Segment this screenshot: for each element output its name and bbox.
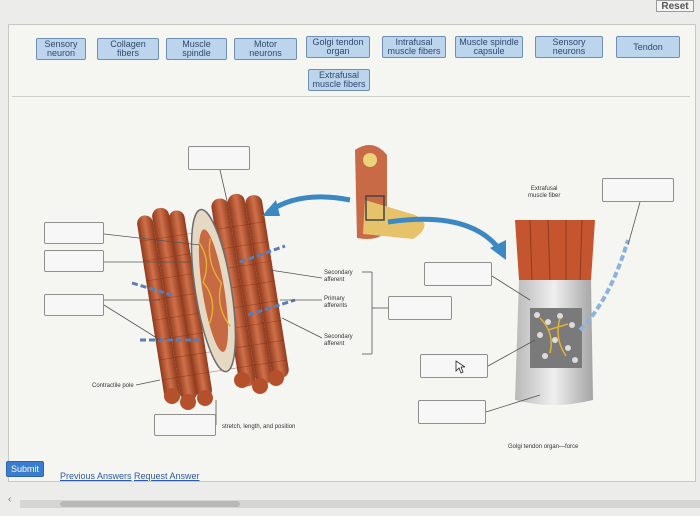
label-chip-motor-neurons[interactable]: Motor neurons: [234, 38, 297, 60]
drop-target-2[interactable]: [44, 222, 104, 244]
label-chip-muscle-spindle[interactable]: Muscle spindle: [166, 38, 227, 60]
scrollbar-thumb[interactable]: [60, 501, 240, 507]
drop-target-10[interactable]: [602, 178, 674, 202]
label-chip-muscle-spindle-capsule[interactable]: Muscle spindle capsule: [455, 36, 523, 58]
label-bank: [12, 30, 690, 97]
extrafusal-fiber-label: Extrafusal muscle fiber: [528, 186, 561, 199]
drop-target-4[interactable]: [44, 294, 104, 316]
reset-button[interactable]: Reset: [656, 0, 694, 12]
label-chip-intrafusal-muscle-fibers[interactable]: Intrafusal muscle fibers: [382, 36, 446, 58]
secondary-afferent-label-2: Secondary afferent: [324, 334, 353, 347]
primary-afferents-label: Primary afferents: [324, 296, 348, 309]
mouse-cursor-icon: [455, 360, 465, 374]
drop-target-9[interactable]: [418, 400, 486, 424]
horizontal-scrollbar[interactable]: [20, 500, 700, 508]
secondary-afferent-label-1: Secondary afferent: [324, 270, 353, 283]
submit-button[interactable]: Submit: [6, 461, 44, 477]
drop-target-7[interactable]: [424, 262, 492, 286]
drop-target-6[interactable]: [388, 296, 452, 320]
label-chip-sensory-neuron[interactable]: Sensory neuron: [36, 38, 86, 60]
label-chip-sensory-neurons[interactable]: Sensory neurons: [535, 36, 603, 58]
golgi-caption: Golgi tendon organ—force: [508, 444, 579, 450]
label-chip-golgi-tendon-organ[interactable]: Golgi tendon organ: [306, 36, 370, 58]
previous-answers-link[interactable]: Previous Answers: [60, 471, 132, 481]
drop-target-5[interactable]: [154, 414, 216, 436]
drop-target-1[interactable]: [188, 146, 250, 170]
label-chip-collagen-fibers[interactable]: Collagen fibers: [97, 38, 159, 60]
request-answer-link[interactable]: Request Answer: [134, 471, 200, 481]
label-chip-tendon[interactable]: Tendon: [616, 36, 680, 58]
contractile-pole-label: Contractile pole: [92, 383, 134, 389]
label-chip-extrafusal-muscle-fibers[interactable]: Extrafusal muscle fibers: [308, 69, 370, 91]
scroll-left-icon[interactable]: ‹: [8, 494, 12, 505]
drop-target-8[interactable]: [420, 354, 488, 378]
stretch-caption: stretch, length, and position: [222, 424, 296, 430]
drop-target-3[interactable]: [44, 250, 104, 272]
